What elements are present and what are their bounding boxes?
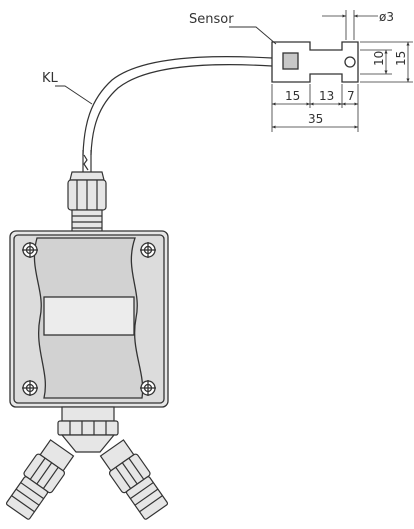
label-leaders (55, 26, 277, 105)
top-cable-gland (67, 171, 107, 233)
dim-seg-b: 13 (319, 89, 334, 103)
mounting-hole-icon (344, 56, 356, 68)
dim-seg-a: 15 (285, 89, 300, 103)
dim-seg-c: 7 (347, 89, 355, 103)
screw-bottom-left-icon (22, 380, 38, 396)
sensor-head (271, 41, 359, 83)
sensor-label: Sensor (189, 12, 234, 27)
left-cable-gland (5, 439, 75, 520)
cable-label: KL (42, 71, 59, 86)
dim-diameter: ø3 (379, 10, 394, 24)
screw-bottom-right-icon (140, 380, 156, 396)
screw-top-right-icon (140, 242, 156, 258)
dim-height-inner: 10 (372, 51, 386, 66)
sensor-element-icon (282, 52, 299, 70)
transmitter-housing (9, 230, 169, 408)
dim-height-outer: 15 (394, 51, 408, 66)
dim-total-length: 35 (308, 112, 323, 126)
display-window (43, 296, 135, 336)
screw-top-left-icon (22, 242, 38, 258)
sensor-cable (82, 56, 273, 172)
dimension-lines (271, 10, 413, 132)
bottom-y-connector (57, 406, 119, 453)
right-cable-gland (99, 439, 169, 520)
